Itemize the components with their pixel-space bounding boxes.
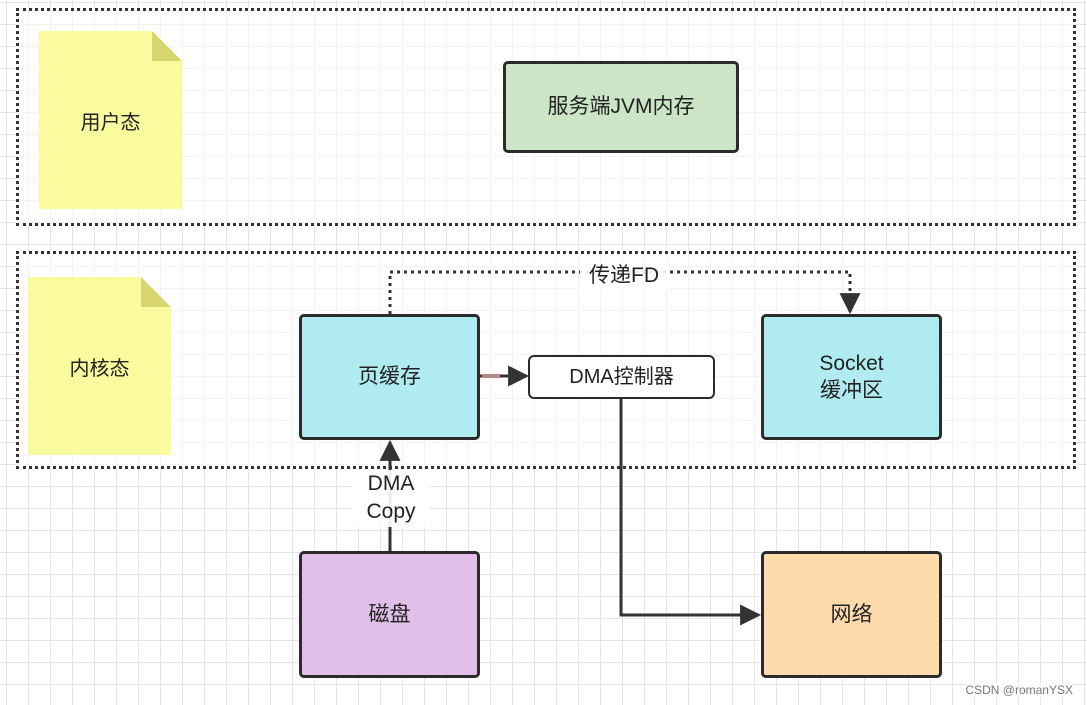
dma-copy-label: DMA Copy: [352, 470, 430, 527]
dma-to-network-connector: [619, 399, 762, 626]
page-cache-box: 页缓存: [299, 314, 480, 440]
socket-buffer-label-line2: 缓冲区: [820, 379, 883, 402]
watermark: CSDN @romanYSX: [965, 683, 1073, 697]
dma-controller-label: DMA控制器: [569, 366, 674, 388]
pass-fd-label: 传递FD: [580, 262, 668, 291]
disk-box: 磁盘: [299, 551, 480, 678]
network-label: 网络: [830, 602, 873, 626]
dma-controller-box: DMA控制器: [528, 355, 715, 399]
kernel-space-label: 内核态: [69, 357, 130, 380]
user-space-label: 用户态: [80, 111, 141, 134]
network-box: 网络: [761, 551, 942, 678]
page-cache-label: 页缓存: [358, 365, 421, 389]
dma-copy-line2: Copy: [366, 500, 416, 524]
disk-label: 磁盘: [368, 602, 411, 626]
pass-fd-connector: [388, 270, 861, 315]
jvm-memory-box: 服务端JVM内存: [503, 61, 739, 153]
socket-buffer-label-line1: Socket: [819, 351, 884, 375]
jvm-memory-label: 服务端JVM内存: [547, 95, 695, 119]
socket-buffer-box: Socket 缓冲区: [761, 314, 942, 440]
dma-copy-line1: DMA: [367, 472, 415, 495]
